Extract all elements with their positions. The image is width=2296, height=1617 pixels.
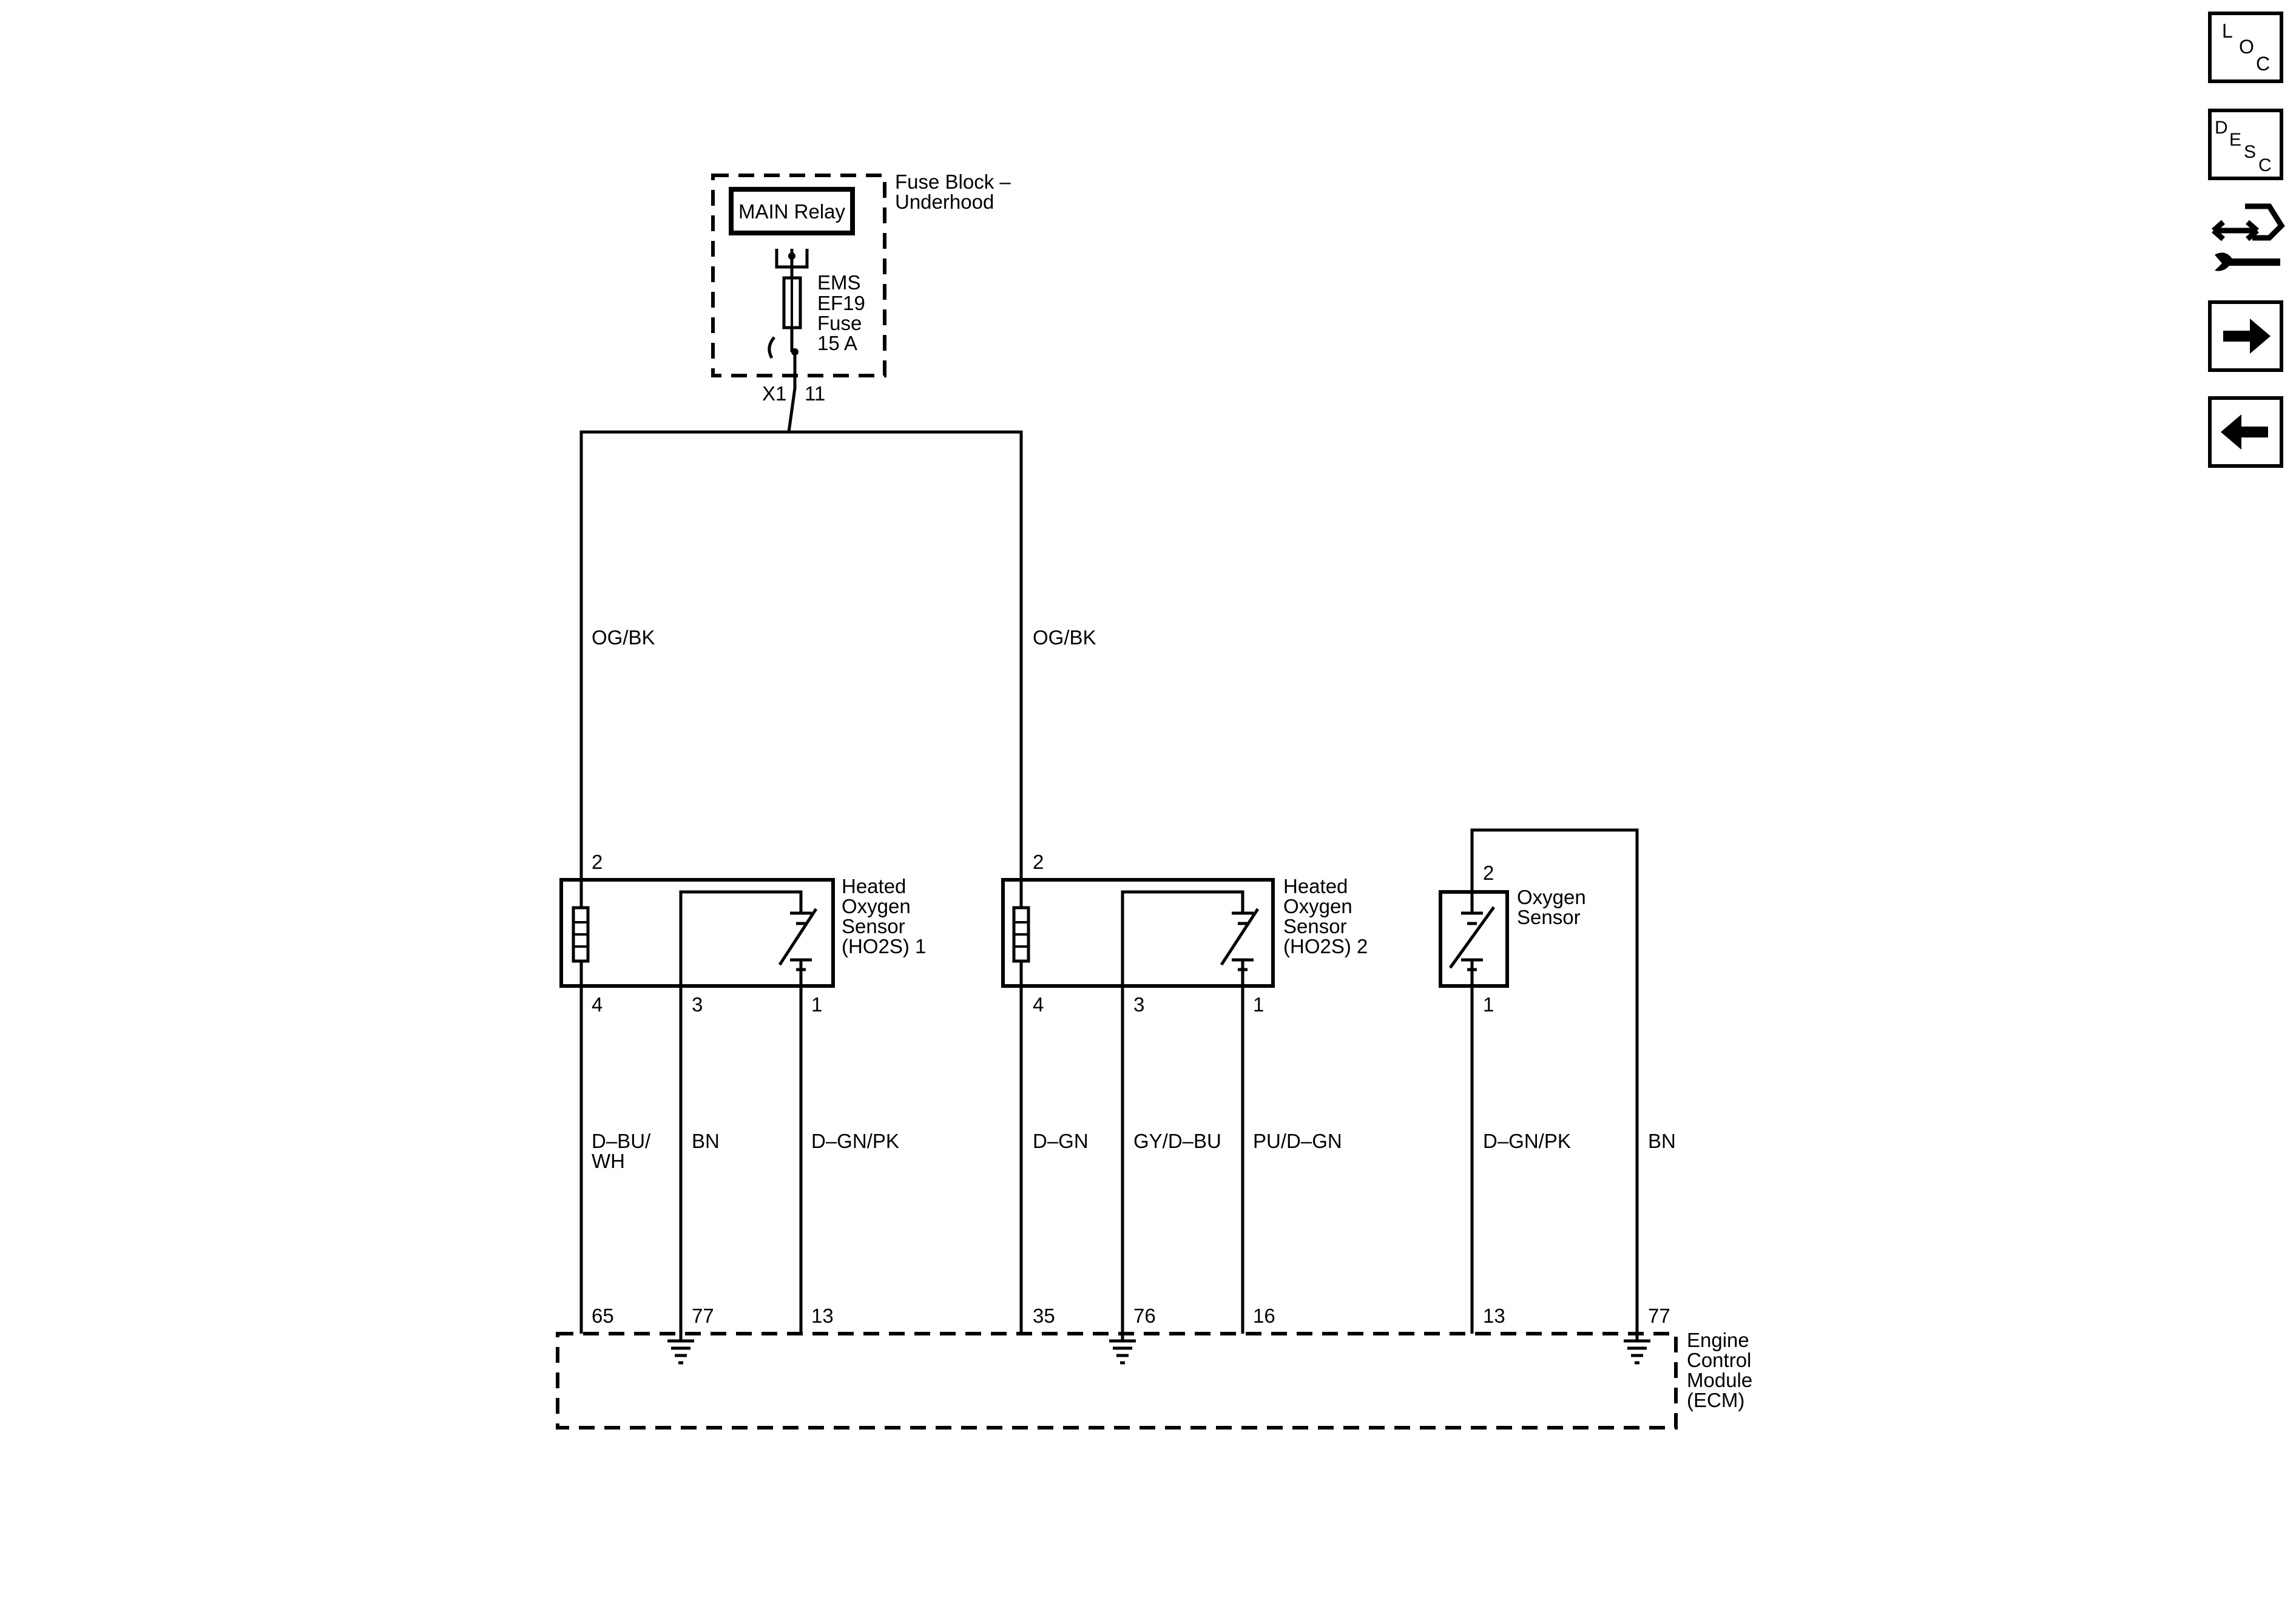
- connector-pin-11-label: 11: [805, 382, 825, 405]
- connector-x1-label: X1: [762, 382, 786, 405]
- main-relay-box: [729, 187, 855, 235]
- right-arrow-icon: [2223, 319, 2271, 354]
- ho2s2-cell-arrow: [1220, 908, 1260, 966]
- o2s-pin-1: 1: [1483, 993, 1494, 1016]
- ecm-pin-77-b: 77: [1648, 1305, 1670, 1327]
- ho2s1-cell-arrow: [778, 908, 818, 966]
- ecm-pin-65: 65: [592, 1305, 614, 1327]
- connector-wrench-icon[interactable]: [2212, 203, 2285, 271]
- main-relay-label: MAIN Relay: [738, 200, 846, 223]
- ho2s1-name-line2: Oxygen: [842, 895, 911, 917]
- ho2s1-name-line3: Sensor: [842, 915, 905, 937]
- ho2s1-wire-color-4-line1: D–BU/: [592, 1130, 651, 1152]
- supply-wire-common: [787, 352, 797, 433]
- fuse-label-line4: 15 A: [817, 332, 857, 354]
- ecm-pin-13-b: 13: [1483, 1305, 1505, 1327]
- desc-button[interactable]: D E S C: [2208, 109, 2283, 180]
- ho2s2-pin-1: 1: [1253, 993, 1264, 1016]
- ecm-name-line2: Control: [1687, 1349, 1751, 1371]
- forward-arrow-button[interactable]: [2208, 300, 2283, 372]
- o2s-box: [1439, 890, 1509, 988]
- fuse-block: Fuse Block – Underhood MAIN Relay EMS EF…: [711, 170, 1011, 405]
- ho2s-1: 2 Heated Oxygen Sensor (HO2S) 1 4 3 1 D–…: [559, 851, 926, 1341]
- fuse-block-outline: [711, 174, 886, 377]
- ho2s1-pin-2: 2: [592, 851, 603, 873]
- fuse-label-line2: EF19: [817, 292, 865, 314]
- loc-letter-l: L: [2222, 20, 2233, 42]
- ho2s1-wire-color-4-line2: WH: [592, 1150, 625, 1172]
- wire-color-left-supply: OG/BK: [592, 626, 655, 649]
- ecm-name-line4: (ECM): [1687, 1389, 1744, 1411]
- supply-wires: [579, 352, 1023, 880]
- fuse-block-title-line1: Fuse Block –: [895, 170, 1011, 193]
- loc-button[interactable]: L O C: [2208, 12, 2283, 83]
- ho2s2-name-line2: Oxygen: [1283, 895, 1352, 917]
- loc-letter-o: O: [2239, 36, 2254, 58]
- ho2s2-wire-color-4: D–GN: [1033, 1130, 1089, 1152]
- ho2s2-box: [1001, 878, 1275, 988]
- back-arrow-button[interactable]: [2208, 396, 2283, 468]
- o2s-cell-arrow: [1448, 906, 1496, 969]
- desc-letter-s: S: [2244, 142, 2256, 162]
- ground-icon: [1109, 1339, 1136, 1365]
- ho2s1-signal-path: [679, 890, 803, 986]
- ho2s2-pin-3: 3: [1133, 993, 1144, 1016]
- loc-letter-c: C: [2256, 53, 2270, 75]
- ho2s2-wire-color-1: PU/D–GN: [1253, 1130, 1342, 1152]
- ho2s2-signal-path: [1121, 890, 1244, 986]
- ho2s1-name-line4: (HO2S) 1: [842, 935, 926, 957]
- ho2s2-name-line1: Heated: [1283, 875, 1348, 897]
- o2s-wire-color-1: D–GN/PK: [1483, 1130, 1571, 1152]
- ho2s2-name-line4: (HO2S) 2: [1283, 935, 1368, 957]
- left-arrow-icon: [2221, 414, 2268, 450]
- ho2s-2: 2 Heated Oxygen Sensor (HO2S) 2 4 3 1 D–…: [1001, 851, 1368, 1341]
- fuse-label-line1: EMS: [817, 271, 861, 294]
- ecm-pin-16: 16: [1253, 1305, 1275, 1327]
- o2s-wire-loop: [1470, 828, 1639, 1341]
- o2s-wire-color-2: BN: [1648, 1130, 1676, 1152]
- ground-icon: [667, 1339, 694, 1365]
- ho2s1-pin-3: 3: [692, 993, 703, 1016]
- ecm-name-line1: Engine: [1687, 1329, 1749, 1351]
- connector-symbol-x1: [768, 336, 775, 359]
- ecm-pin-13-a: 13: [811, 1305, 834, 1327]
- ecm-outline: [556, 1332, 1678, 1430]
- supply-wire-right: [789, 430, 1023, 880]
- ho2s1-box: [559, 878, 835, 988]
- desc-letter-c: C: [2258, 155, 2272, 175]
- o2s-name-line1: Oxygen: [1517, 886, 1586, 908]
- ecm-pin-77-a: 77: [692, 1305, 714, 1327]
- ho2s1-wire-color-3: BN: [692, 1130, 720, 1152]
- oxygen-sensor: 2 Oxygen Sensor 1 D–GN/PK BN 13 77: [1439, 828, 1676, 1341]
- ho2s2-wire-color-3: GY/D–BU: [1133, 1130, 1221, 1152]
- ecm-name-line3: Module: [1687, 1369, 1752, 1391]
- ecm-pin-35: 35: [1033, 1305, 1055, 1327]
- supply-wire-left: [579, 430, 789, 880]
- desc-letter-d: D: [2215, 118, 2228, 138]
- fuse-block-title-line2: Underhood: [895, 191, 994, 213]
- o2s-pin-2: 2: [1483, 862, 1494, 884]
- ho2s2-pin-2: 2: [1033, 851, 1044, 873]
- ecm-pin-76: 76: [1133, 1305, 1156, 1327]
- ho2s1-name-line1: Heated: [842, 875, 906, 897]
- ho2s2-name-line3: Sensor: [1283, 915, 1347, 937]
- ho2s2-pin-4: 4: [1033, 993, 1044, 1016]
- ecm: Engine Control Module (ECM): [556, 1329, 1752, 1430]
- o2s-name-line2: Sensor: [1517, 906, 1581, 928]
- wire-color-right-supply: OG/BK: [1033, 626, 1096, 649]
- fuse-label-line3: Fuse: [817, 312, 862, 334]
- ho2s1-wire-color-1: D–GN/PK: [811, 1130, 899, 1152]
- ho2s1-pin-1: 1: [811, 993, 822, 1016]
- ground-icon: [1624, 1339, 1650, 1365]
- desc-letter-e: E: [2229, 130, 2241, 150]
- ho2s1-pin-4: 4: [592, 993, 603, 1016]
